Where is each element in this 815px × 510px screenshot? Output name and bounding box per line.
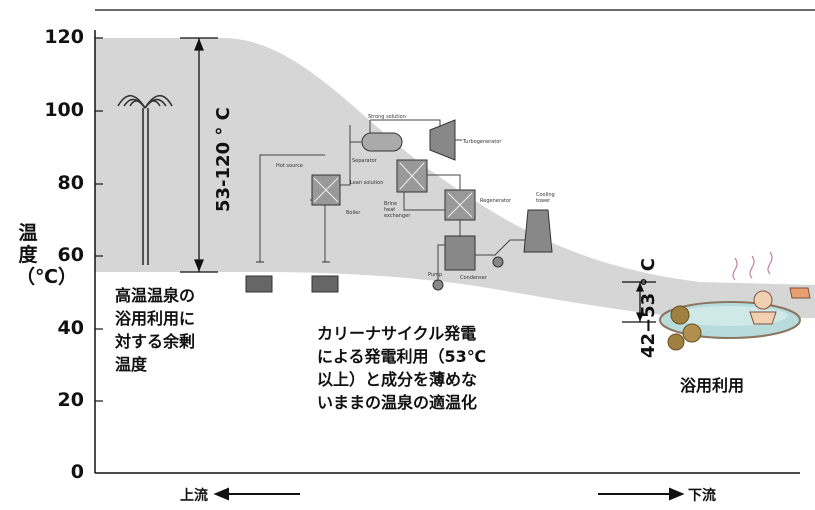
y-tick-label-100: 100 (44, 99, 84, 121)
kalina-cycle-plant (245, 119, 553, 293)
y-tick-label-20: 20 (57, 389, 84, 411)
direction-arrows (213, 487, 685, 501)
label-separator: Separator (352, 158, 378, 164)
y-tick-label-60: 60 (57, 244, 84, 266)
y-tick-label-0: 0 (70, 461, 84, 483)
downstream-label: 下流 (688, 488, 716, 504)
hot-spring-well-icon (117, 94, 173, 265)
label-condenser: Condenser (460, 275, 488, 281)
label-pump: Pump (428, 272, 442, 278)
range-bracket-high (180, 37, 218, 273)
range-bracket-low (622, 281, 656, 323)
label-regenerator: Regenerator (480, 198, 512, 204)
note-surplus-temperature: 高温温泉の 浴用利用に 対する余剰 温度 (115, 286, 196, 374)
label-lean-solution: Lean solution (350, 180, 383, 186)
y-axis-title: 温度（℃） (16, 222, 78, 288)
plant-component-labels: Strong solution Turbogenerator Separator… (276, 114, 555, 281)
label-strong-solution: Strong solution (368, 114, 406, 120)
label-boiler: Boiler (346, 210, 361, 216)
temperature-band (95, 38, 815, 318)
y-tick-marks (95, 37, 103, 402)
upstream-label: 上流 (180, 488, 208, 504)
note-kalina-power: カリーナサイクル発電 による発電利用（53℃ 以上）と成分を薄めな いままの温泉… (317, 324, 487, 412)
range-label-high: 53-120 ° C (213, 107, 234, 212)
hot-spring-bath-illustration (659, 251, 811, 351)
y-tick-label-120: 120 (44, 26, 84, 48)
y-tick-label-40: 40 (57, 317, 84, 339)
note-bath-use: 浴用利用 (680, 376, 745, 395)
label-hot-source: Hot source (276, 163, 303, 169)
y-tick-label-80: 80 (57, 172, 84, 194)
range-label-low: 42−53 ° C (638, 258, 659, 358)
label-turbogenerator: Turbogenerator (462, 139, 502, 145)
